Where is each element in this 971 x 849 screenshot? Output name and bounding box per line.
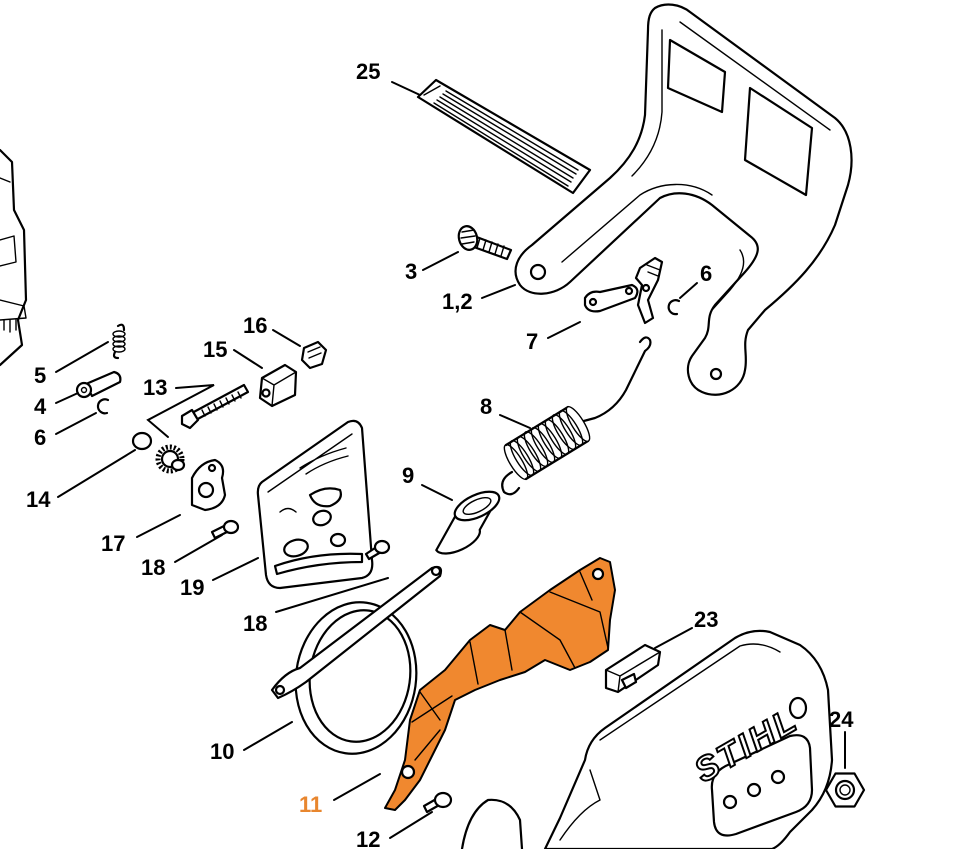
part-highlighted-11[interactable] [384, 557, 616, 811]
leader-6-left [55, 412, 97, 435]
leader-11 [333, 773, 381, 801]
callout-9[interactable]: 9 [402, 463, 414, 488]
part-clip-6-right[interactable] [667, 299, 681, 316]
guard-hole [709, 367, 723, 381]
callout-18-lower[interactable]: 18 [243, 611, 267, 636]
callout-6-right[interactable]: 6 [700, 261, 712, 286]
callout-11-highlighted[interactable]: 11 [299, 792, 322, 817]
callout-4[interactable]: 4 [34, 394, 47, 419]
leader-19 [212, 557, 259, 581]
leader-15 [233, 349, 263, 369]
callout-19[interactable]: 19 [180, 575, 204, 600]
leader-18-lower [275, 577, 389, 613]
callout-15[interactable]: 15 [203, 337, 227, 362]
callout-24[interactable]: 24 [829, 707, 854, 732]
part-clip-16[interactable] [300, 340, 328, 370]
leader-3 [422, 251, 459, 271]
leader-12 [389, 811, 433, 839]
part-grip-strip[interactable] [416, 78, 592, 195]
callout-8[interactable]: 8 [480, 394, 492, 419]
part-screw-12[interactable] [422, 791, 453, 814]
part-spring-8[interactable] [500, 336, 652, 496]
leader-5 [55, 341, 109, 373]
part-sprocket-cover[interactable]: STIHL [543, 629, 834, 849]
part-pin-4[interactable] [75, 370, 122, 399]
guard-window-upper [666, 38, 727, 114]
leader-7 [547, 321, 581, 339]
part-screw-18-left[interactable] [210, 519, 240, 540]
part-nut-24[interactable] [824, 772, 866, 808]
leader-4 [55, 392, 79, 404]
leader-9 [421, 484, 453, 501]
leader-8 [499, 414, 531, 429]
part-plate-19[interactable] [256, 419, 374, 590]
part-brake-band-10[interactable] [270, 565, 443, 762]
leader-16 [272, 329, 301, 347]
callout-7[interactable]: 7 [526, 329, 538, 354]
leader-14 [57, 449, 136, 498]
part-ring-14[interactable] [131, 431, 153, 451]
callout-18-left[interactable]: 18 [141, 555, 165, 580]
leader-1-2 [481, 284, 516, 299]
leader-18-left [174, 534, 223, 563]
part-gear[interactable] [155, 444, 186, 474]
part-screw-18-lower[interactable] [364, 539, 391, 561]
part-hand-guard[interactable] [514, 3, 853, 396]
part-bracket-15[interactable] [258, 363, 298, 408]
callout-3[interactable]: 3 [405, 259, 417, 284]
callout-17[interactable]: 17 [101, 531, 125, 556]
part-plate-23[interactable] [604, 643, 662, 694]
callout-23[interactable]: 23 [694, 607, 718, 632]
part-plate-17[interactable] [190, 458, 227, 512]
part-bushing-9[interactable] [435, 486, 503, 555]
leader-10 [243, 721, 293, 751]
cover-raised-pad [710, 734, 814, 837]
lever-pivot-hole [529, 263, 547, 281]
callout-10[interactable]: 10 [210, 739, 234, 764]
leader-6-right [679, 282, 698, 299]
callout-25[interactable]: 25 [356, 59, 380, 84]
callout-16[interactable]: 16 [243, 313, 267, 338]
part-link-7[interactable] [583, 256, 664, 325]
part-partial-bottom [460, 798, 524, 849]
guard-window-lower [743, 86, 814, 197]
callout-5[interactable]: 5 [34, 363, 46, 388]
callout-6-left[interactable]: 6 [34, 425, 46, 450]
callout-12[interactable]: 12 [356, 827, 380, 849]
callout-labels: 25 3 1,2 6 7 16 15 5 4 6 13 14 8 9 17 18… [26, 59, 854, 849]
leader-13 [146, 384, 215, 438]
leader-17 [136, 514, 181, 538]
callout-13[interactable]: 13 [143, 375, 167, 400]
leader-23 [654, 627, 693, 649]
part-screw-3[interactable] [456, 224, 513, 261]
part-clip-6-left[interactable] [96, 398, 110, 415]
leader-25 [391, 81, 421, 96]
leader-lines [55, 81, 846, 839]
engine-housing-partial [0, 148, 28, 367]
callout-14[interactable]: 14 [26, 487, 51, 512]
part-bolt-13[interactable] [180, 383, 250, 430]
part-spring-5[interactable] [112, 323, 126, 360]
callout-1-2[interactable]: 1,2 [442, 289, 473, 314]
